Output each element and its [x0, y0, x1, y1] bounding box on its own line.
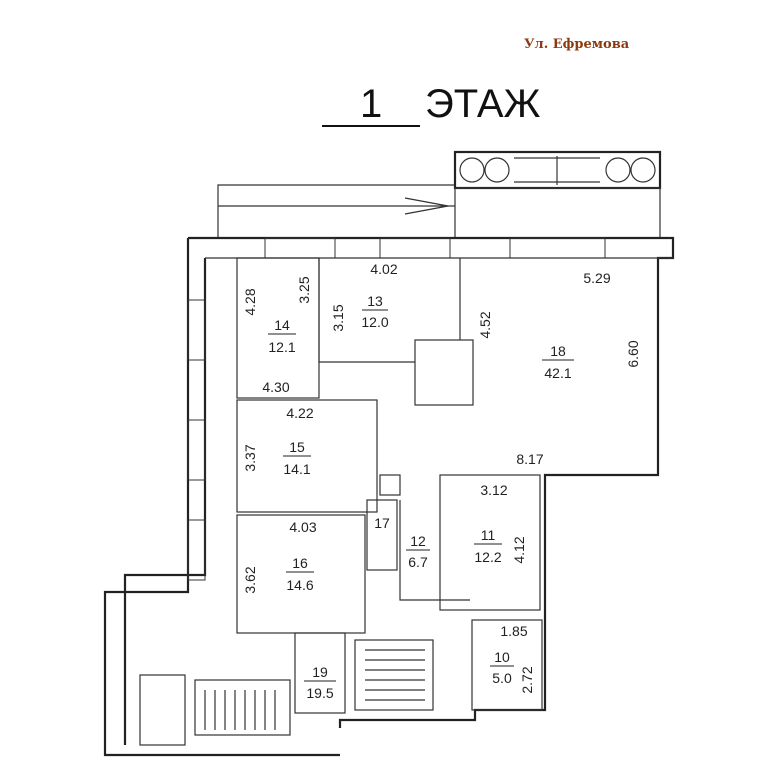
floor-word: ЭТАЖ — [425, 82, 541, 126]
dimension-label: 4.52 — [477, 311, 493, 338]
dimension-label: 2.72 — [519, 666, 535, 693]
dimension-label: 4.30 — [262, 379, 289, 395]
dimension-label: 4.02 — [370, 261, 397, 277]
room-18: 18 42.1 — [542, 343, 574, 381]
room-number: 18 — [550, 343, 566, 359]
room-number: 13 — [367, 293, 383, 309]
dimension-label: 4.12 — [511, 536, 527, 563]
dimension-label: 3.12 — [480, 482, 507, 498]
room-area: 6.7 — [408, 554, 428, 570]
entry-arrow — [217, 184, 455, 238]
room-number: 14 — [274, 317, 290, 333]
room-area: 19.5 — [306, 685, 333, 701]
room-12: 12 6.7 — [406, 533, 430, 570]
room-number: 15 — [289, 439, 305, 455]
room-area: 42.1 — [544, 365, 571, 381]
room-number: 16 — [292, 555, 308, 571]
room-number: 10 — [494, 649, 510, 665]
room-number: 19 — [312, 664, 328, 680]
room-19: 19 19.5 — [304, 664, 336, 701]
dimension-label: 3.37 — [242, 444, 258, 471]
dimension-label: 3.15 — [330, 304, 346, 331]
room-area: 12.0 — [361, 314, 388, 330]
dimension-label: 4.22 — [286, 405, 313, 421]
dimension-label: 3.25 — [296, 276, 312, 303]
dimension-label: 1.85 — [500, 623, 527, 639]
room-area: 14.6 — [286, 577, 313, 593]
room-11: 11 12.2 — [474, 527, 502, 565]
dimensions: 4.02 3.25 3.15 4.28 4.52 5.29 6.60 4.30 … — [242, 261, 641, 694]
room-10: 10 5.0 — [490, 649, 514, 686]
room-13: 13 12.0 — [361, 293, 388, 330]
room-number: 12 — [410, 533, 426, 549]
room-number: 11 — [481, 527, 496, 543]
outer-walls — [103, 236, 675, 757]
room-number: 17 — [374, 515, 390, 531]
dimension-label: 4.03 — [289, 519, 316, 535]
floor-title: 1 ЭТАЖ — [322, 82, 541, 127]
room-area: 5.0 — [492, 670, 512, 686]
dimension-label: 5.29 — [583, 270, 610, 286]
interior-walls — [139, 257, 543, 746]
room-17: 17 — [374, 515, 390, 531]
dimension-label: 6.60 — [625, 340, 641, 367]
entrance-porch — [453, 150, 662, 239]
dimension-label: 8.17 — [516, 451, 543, 467]
room-15: 15 14.1 — [283, 439, 311, 477]
floor-number: 1 — [360, 82, 382, 126]
room-16: 16 14.6 — [286, 555, 314, 593]
room-area: 12.1 — [268, 339, 295, 355]
room-14: 14 12.1 — [268, 317, 296, 355]
dimension-label: 4.28 — [242, 288, 258, 315]
street-label: Ул. Ефремова — [524, 37, 630, 52]
dimension-label: 3.62 — [242, 566, 258, 593]
room-area: 14.1 — [283, 461, 310, 477]
room-area: 12.2 — [474, 549, 501, 565]
